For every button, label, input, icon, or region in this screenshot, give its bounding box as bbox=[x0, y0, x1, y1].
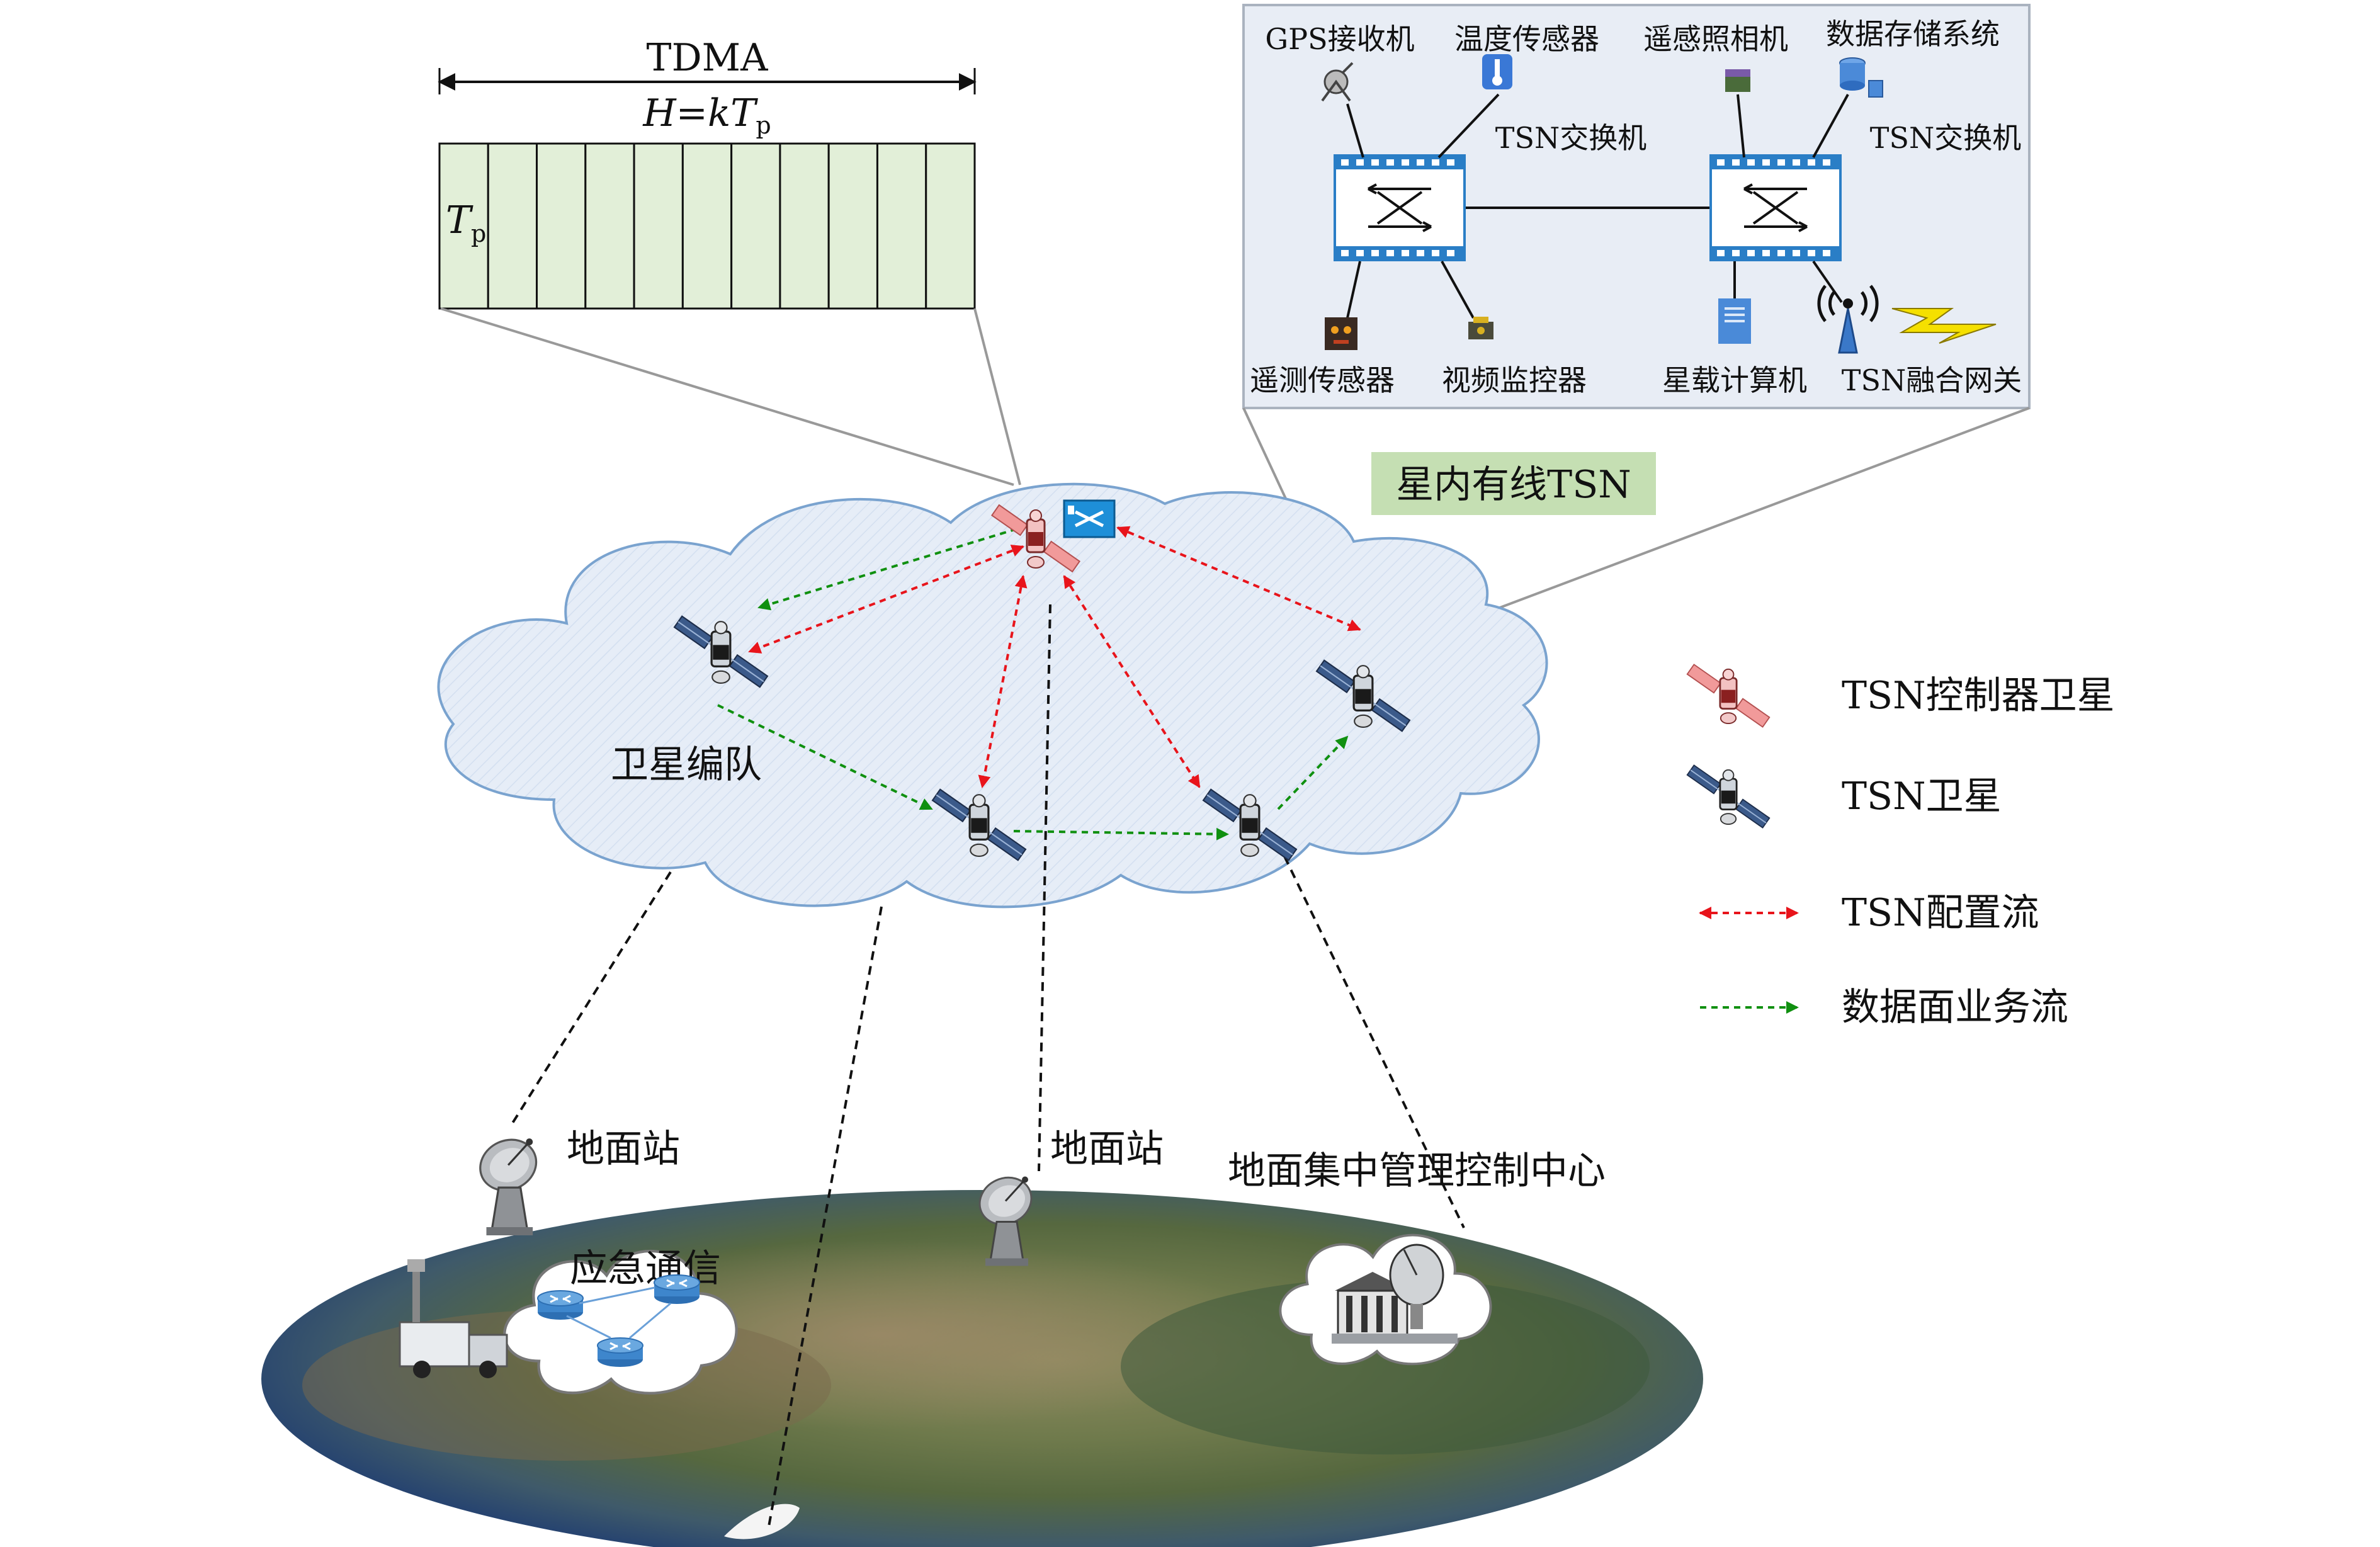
onboard-computer-icon bbox=[1718, 298, 1751, 344]
router-icon-2 bbox=[653, 1274, 701, 1305]
tdma-slot bbox=[681, 142, 733, 310]
data-flow-midleft-midright bbox=[1013, 827, 1229, 841]
ground-station-left-dish-icon bbox=[470, 1130, 546, 1237]
video-label: 视频监控器 bbox=[1442, 363, 1587, 397]
switch-left-label: TSN交换机 bbox=[1495, 121, 1646, 155]
tdma-slots bbox=[438, 142, 976, 310]
formation-label: 卫星编队 bbox=[611, 743, 762, 787]
emergency-truck-icon bbox=[399, 1259, 508, 1378]
legend-data-label: 数据面业务流 bbox=[1842, 985, 2068, 1029]
tdma-slot bbox=[584, 142, 635, 310]
switch-right-label: TSN交换机 bbox=[1870, 121, 2021, 155]
gps-label: GPS接收机 bbox=[1265, 22, 1414, 56]
lightning-bolt-icon bbox=[1891, 308, 1997, 344]
ground-station-left-label: 地面站 bbox=[567, 1127, 680, 1171]
storage-label: 数据存储系统 bbox=[1826, 17, 2000, 51]
legend-controller-icon bbox=[1686, 663, 1771, 728]
storage-icon bbox=[1839, 57, 1883, 98]
telemetry-sensor-icon bbox=[1325, 317, 1357, 350]
temp-sensor-label: 温度传感器 bbox=[1454, 22, 1599, 56]
tdma-slot bbox=[827, 142, 878, 310]
ground-station-mid-label: 地面站 bbox=[1050, 1127, 1164, 1171]
tdma-slot bbox=[633, 142, 684, 310]
link-left-station bbox=[509, 871, 672, 1128]
tsn-switch-right bbox=[1709, 154, 1842, 261]
tdma-slot bbox=[487, 142, 538, 310]
tdma-slot bbox=[438, 142, 489, 310]
tdma-zoom-line-left bbox=[440, 307, 1014, 486]
camera-icon bbox=[1725, 69, 1750, 92]
tdma-slot bbox=[876, 142, 927, 310]
tsn-switch-left bbox=[1334, 154, 1466, 261]
controller-switch-icon bbox=[1063, 499, 1116, 538]
legend: TSN控制器卫星 TSN卫星 TSN配置流 数据面业务流 bbox=[1686, 663, 2115, 1029]
control-center-building-icon bbox=[1332, 1272, 1458, 1344]
control-center-label: 地面集中管理控制中心 bbox=[1228, 1149, 1606, 1193]
camera-label: 遥感照相机 bbox=[1643, 22, 1788, 56]
intra-caption-box bbox=[1371, 452, 1656, 515]
data-flow-midright-right bbox=[1277, 735, 1349, 810]
config-flow-ctrl-midleft bbox=[978, 575, 1028, 788]
tdma-title: TDMA bbox=[647, 36, 769, 80]
config-flow-ctrl-midright bbox=[1063, 575, 1201, 788]
legend-satellite-icon bbox=[1686, 764, 1771, 829]
thermometer-icon bbox=[1482, 54, 1512, 89]
tdma-slot bbox=[536, 142, 587, 310]
legend-controller-label: TSN控制器卫星 bbox=[1842, 674, 2115, 718]
gateway-label: TSN融合网关 bbox=[1842, 363, 2022, 397]
data-flow-left-midleft bbox=[717, 704, 933, 810]
telemetry-label: 遥测传感器 bbox=[1250, 363, 1395, 397]
control-center-dish-icon bbox=[1389, 1244, 1444, 1329]
link-control-center bbox=[1283, 856, 1465, 1228]
flow-arrows bbox=[717, 526, 1361, 841]
link-mid-station bbox=[1038, 604, 1051, 1172]
tdma-slot bbox=[730, 142, 781, 310]
router-icon-1 bbox=[536, 1289, 584, 1321]
tdma-zoom-line-right bbox=[973, 308, 1021, 485]
router-icon-3 bbox=[596, 1337, 644, 1368]
tdma-frame: TDMA H=kTp Tp bbox=[438, 36, 977, 310]
gateway-tower-icon bbox=[1817, 285, 1879, 354]
config-flow-ctrl-left bbox=[748, 545, 1024, 654]
gps-antenna-icon bbox=[1321, 62, 1354, 102]
intra-caption: 星内有线TSN bbox=[1396, 463, 1631, 507]
computer-label: 星载计算机 bbox=[1662, 363, 1807, 397]
tdma-formula: H=kTp bbox=[642, 91, 771, 139]
video-monitor-icon bbox=[1468, 317, 1493, 339]
intra-satellite-panel: GPS接收机 温度传感器 遥感照相机 数据存储系统 TSN交换机 bbox=[1242, 4, 2031, 409]
tdma-slot bbox=[779, 142, 830, 310]
tdma-slot bbox=[925, 142, 976, 310]
config-flow-ctrl-right bbox=[1116, 526, 1361, 632]
legend-satellite-label: TSN卫星 bbox=[1842, 774, 2002, 819]
tdma-slot-label: Tp bbox=[446, 198, 486, 247]
formation-cloud bbox=[437, 482, 1548, 909]
legend-config-label: TSN配置流 bbox=[1842, 891, 2039, 935]
earth-ellipse bbox=[261, 1190, 1703, 1547]
